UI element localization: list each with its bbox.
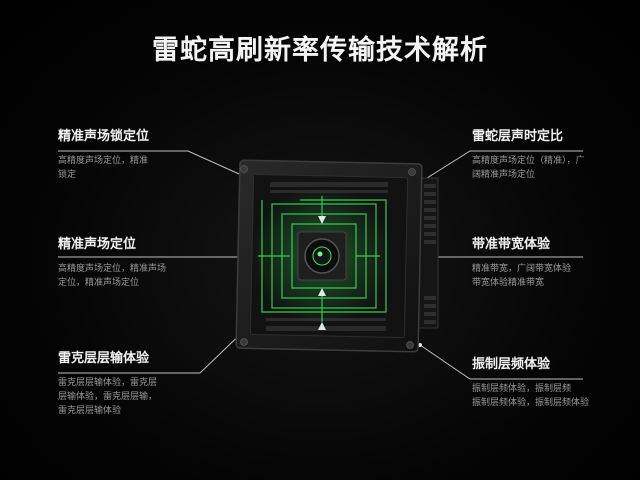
leader-line [58, 324, 251, 374]
callout-left-middle: 精准声场定位 高精度声场定位，精准声场 定位，精准声场定位 [58, 236, 208, 290]
callout-right-bottom: 振制层频体验 振制层频体验，振制层频 振制层频体验，振制层频体验 [472, 356, 622, 410]
callout-left-bottom: 雷克层层输体验 雷克层层输体验，雷克层 层输体验，雷克层层输， 雷克层层输体验 [58, 350, 208, 418]
screw [408, 168, 416, 176]
callout-description: 雷克层层输体验，雷克层 层输体验，雷克层层输， 雷克层层输体验 [58, 378, 158, 416]
center-sensor [297, 231, 347, 281]
callout-heading: 雷克层层输体验 [58, 351, 150, 366]
callout-heading: 精准声场锁定位 [58, 129, 150, 144]
callout-heading: 精准声场定位 [58, 237, 137, 252]
arrow-icon [318, 322, 326, 330]
callout-left-top: 精准声场锁定位 高精度声场定位，精准 锁定 [58, 128, 208, 182]
arrow-icon [318, 216, 326, 224]
leader-line [419, 344, 583, 380]
screw [240, 338, 248, 346]
screw [240, 165, 248, 173]
leader-line [58, 150, 249, 179]
callout-heading: 振制层频体验 [472, 357, 551, 372]
callout-heading: 带准带宽体验 [472, 237, 551, 252]
leader-dot [418, 343, 422, 347]
arrow-icon [318, 288, 326, 296]
callout-heading: 雷蛇层声时定比 [472, 129, 564, 144]
page-title: 雷蛇高刷新率传输技术解析 [152, 35, 488, 66]
circuit-traces [258, 196, 387, 322]
callout-right-top: 雷蛇层声时定比 高精度声场定位（精准），广 阔精准声场定位 [472, 128, 622, 182]
callout-right-middle: 带准带宽体验 精准带宽，广阔带宽体验 带宽体验精准带宽 [472, 236, 622, 290]
callout-description: 高精度声场定位，精准 锁定 [58, 156, 149, 180]
arrow-markers [318, 216, 326, 330]
callout-description: 高精度声场定位（精准），广 阔精准声场定位 [472, 156, 585, 180]
callout-description: 精准带宽，广阔带宽体验 带宽体验精准带宽 [472, 264, 572, 288]
screw [406, 341, 414, 349]
callout-description: 振制层频体验，振制层频 振制层频体验，振制层频体验 [472, 384, 590, 408]
callout-description: 高精度声场定位，精准声场 定位，精准声场定位 [58, 264, 167, 288]
